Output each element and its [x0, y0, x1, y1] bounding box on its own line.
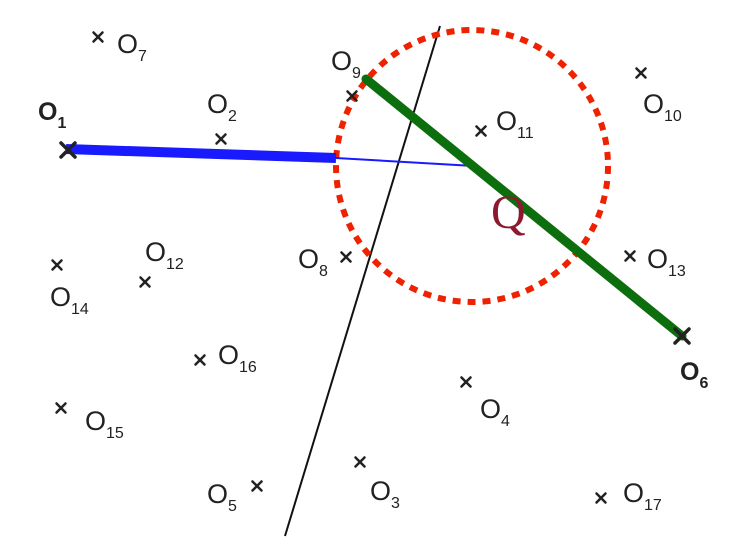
point-label-letter: O [298, 244, 319, 274]
point-label: O5 [207, 479, 237, 515]
point-label: O1 [38, 98, 66, 132]
point-o16: O16 [194, 340, 257, 376]
point-label-letter: O [218, 340, 239, 370]
point-label-index: 16 [239, 359, 257, 376]
blue-segment-thin [335, 157, 475, 167]
cross-marker-icon [215, 133, 227, 145]
point-o3: O3 [354, 456, 400, 512]
point-label-letter: O [623, 478, 644, 508]
point-label: O12 [145, 237, 184, 273]
cross-marker-icon [59, 141, 77, 159]
green-segment [361, 74, 687, 341]
point-label-index: 11 [517, 125, 534, 142]
point-label: O8 [298, 244, 328, 280]
point-label: O9 [331, 46, 361, 82]
point-label-letter: O [38, 98, 57, 126]
point-label-index: 2 [228, 108, 237, 125]
point-label-letter: O [480, 394, 501, 424]
divider-line [284, 25, 441, 537]
point-o13: O13 [624, 244, 686, 280]
point-label-index: 10 [664, 108, 682, 125]
point-o5: O5 [207, 479, 263, 515]
point-label-index: 5 [228, 498, 237, 515]
point-label-index: 6 [699, 375, 708, 392]
point-o7: O7 [92, 29, 147, 65]
cross-marker-icon [92, 31, 104, 43]
query-label: Q [491, 186, 526, 239]
point-label-letter: O [207, 89, 228, 119]
point-o9: O9 [331, 46, 361, 102]
point-label-index: 4 [501, 413, 510, 430]
point-label-index: 1 [57, 115, 66, 132]
point-label-index: 7 [138, 48, 147, 65]
point-label: O11 [496, 106, 534, 142]
point-label: O17 [623, 478, 662, 514]
point-label-letter: O [496, 106, 517, 136]
cross-marker-icon [340, 251, 352, 263]
cross-marker-icon [460, 376, 472, 388]
point-label-index: 17 [644, 497, 662, 514]
point-label-index: 15 [106, 425, 124, 442]
blue-segment-thick [65, 144, 337, 163]
point-label-letter: O [370, 476, 391, 506]
point-label-letter: O [50, 282, 71, 312]
cross-marker-icon [194, 354, 206, 366]
point-label: O15 [85, 406, 124, 442]
cross-marker-icon [346, 90, 358, 102]
point-label-letter: O [207, 479, 228, 509]
point-label-letter: O [647, 244, 668, 274]
cross-marker-icon [354, 456, 366, 468]
point-label-letter: O [117, 29, 138, 59]
point-label-index: 3 [391, 495, 400, 512]
point-o12: O12 [139, 237, 184, 288]
cross-marker-icon [51, 259, 63, 271]
point-label-letter: O [145, 237, 166, 267]
cross-marker-icon [251, 480, 263, 492]
point-label: O14 [50, 282, 89, 318]
cross-marker-icon [139, 276, 151, 288]
point-label-letter: O [85, 406, 106, 436]
point-o14: O14 [50, 259, 89, 318]
point-o1: O1 [38, 98, 77, 159]
point-label: O16 [218, 340, 257, 376]
point-label-index: 12 [166, 256, 184, 273]
cross-marker-icon [673, 327, 691, 345]
point-o17: O17 [595, 478, 662, 514]
cross-marker-icon [595, 492, 607, 504]
point-o6: O6 [673, 327, 708, 392]
point-label: O10 [643, 89, 682, 125]
point-o10: O10 [635, 67, 682, 125]
point-o8: O8 [298, 244, 352, 280]
point-label: O3 [370, 476, 400, 512]
point-o4: O4 [460, 376, 510, 430]
cross-marker-icon [55, 402, 67, 414]
query-circle [333, 27, 611, 305]
point-label-letter: O [331, 46, 352, 76]
point-label-letter: O [643, 89, 664, 119]
point-label-index: 9 [352, 65, 361, 82]
point-o2: O2 [207, 89, 237, 145]
point-label: O2 [207, 89, 237, 125]
point-label-index: 8 [319, 263, 328, 280]
cross-marker-icon [635, 67, 647, 79]
point-o11: O11 [475, 106, 534, 142]
point-label-index: 14 [71, 301, 89, 318]
point-o15: O15 [55, 402, 124, 442]
point-label-index: 13 [668, 263, 686, 280]
point-label: O13 [647, 244, 686, 280]
point-label: O4 [480, 394, 510, 430]
cross-marker-icon [475, 125, 487, 137]
cross-marker-icon [624, 250, 636, 262]
point-label-letter: O [680, 358, 699, 386]
point-label: O7 [117, 29, 147, 65]
point-label: O6 [680, 358, 708, 392]
